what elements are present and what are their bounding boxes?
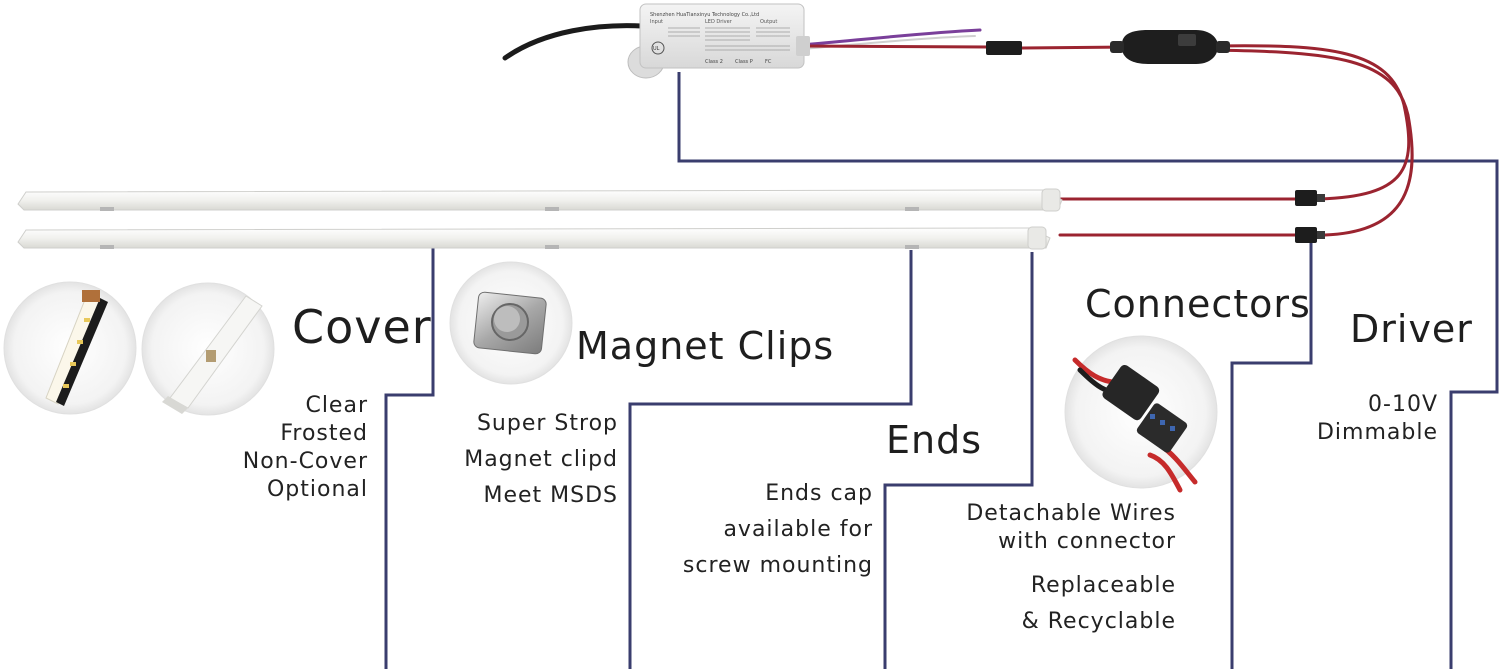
connectors-description: Detachable Wires with connector	[966, 500, 1176, 556]
cover-title: Cover	[292, 300, 432, 354]
ends-title: Ends	[886, 418, 983, 462]
magnet-line-2: Magnet clipd	[464, 447, 618, 472]
connectors-line-1: Detachable Wires	[966, 501, 1176, 526]
wire-connector-small	[986, 41, 1325, 243]
driver-callout-line	[677, 72, 1499, 669]
cover-detail-frosted	[141, 282, 275, 416]
connectors-callout-line	[1230, 241, 1313, 669]
driver-output-label: Output	[760, 19, 777, 25]
cover-option-non-cover: Non-Cover	[242, 449, 368, 474]
driver-mark-fc: FC	[765, 59, 772, 65]
cover-option-optional: Optional	[266, 477, 368, 502]
magnet-clip-image	[449, 261, 573, 385]
ends-callout-line	[883, 252, 1034, 669]
ends-description: Ends cap available for screw mounting	[683, 476, 873, 584]
ends-line-3: screw mounting	[682, 553, 873, 578]
driver-title: Driver	[1350, 307, 1473, 351]
driver-line-2: Dimmable	[1316, 420, 1438, 445]
led-bar-bottom	[17, 226, 1051, 250]
magnet-callout-line	[628, 250, 913, 669]
cover-option-clear: Clear	[305, 393, 368, 418]
led-bar-top	[17, 188, 1063, 212]
magnet-line-1: Super Strop	[476, 411, 618, 436]
driver-brand-line: Shenzhen HuaTianxinyu Technology Co.,Ltd	[650, 12, 759, 18]
cover-detail-clear	[3, 281, 137, 415]
callout-lines	[384, 72, 1499, 669]
ends-line-2: available for	[723, 517, 873, 542]
driver-box: Shenzhen HuaTianxinyu Technology Co.,Ltd…	[627, 3, 810, 79]
driver-line-1: 0-10V	[1368, 392, 1438, 417]
connectors-description-2: Replaceable & Recyclable	[1022, 568, 1176, 640]
driver-mark-ce: Class 2	[705, 59, 723, 65]
connector-detail-image	[1064, 335, 1218, 493]
driver-description: 0-10V Dimmable	[1317, 391, 1438, 447]
magnet-clips-title: Magnet Clips	[576, 324, 835, 368]
magnet-line-3: Meet MSDS	[483, 483, 618, 508]
connectors-line-4: & Recyclable	[1021, 609, 1176, 634]
connectors-line-3: Replaceable	[1030, 573, 1176, 598]
driver-input-label: Input	[650, 19, 663, 25]
driver-cert-mark: UL	[653, 46, 660, 52]
plug-connector	[1110, 30, 1230, 64]
magnet-clips-description: Super Strop Magnet clipd Meet MSDS	[464, 406, 618, 514]
connectors-line-2: with connector	[998, 529, 1176, 554]
driver-model-label: LED Driver	[705, 19, 733, 25]
ends-line-1: Ends cap	[765, 481, 873, 506]
cover-description: Clear Frosted Non-Cover Optional	[243, 392, 368, 504]
cover-callout-line	[384, 244, 435, 669]
connectors-title: Connectors	[1085, 282, 1311, 326]
cover-option-frosted: Frosted	[280, 421, 368, 446]
driver-mark-class: Class P	[735, 59, 753, 65]
